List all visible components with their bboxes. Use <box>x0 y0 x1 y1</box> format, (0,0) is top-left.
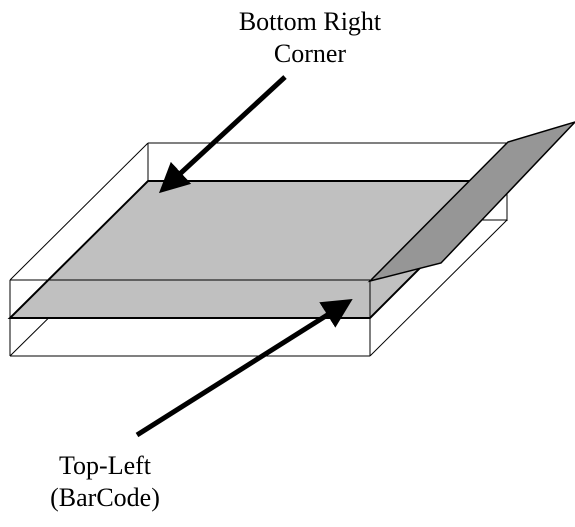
corner-label-line2: Corner <box>273 39 347 68</box>
lid-flap <box>367 121 575 283</box>
corner-label: Bottom Right Corner <box>225 6 395 70</box>
barcode-label: Top-Left (BarCode) <box>20 450 190 514</box>
box-front-edges <box>10 219 508 357</box>
barcode-label-line2: (BarCode) <box>50 483 160 512</box>
corner-label-line1: Bottom Right <box>238 7 382 36</box>
corner-arrow <box>158 75 287 194</box>
barcode-arrow <box>135 298 353 438</box>
barcode-label-line1: Top-Left <box>58 451 152 480</box>
